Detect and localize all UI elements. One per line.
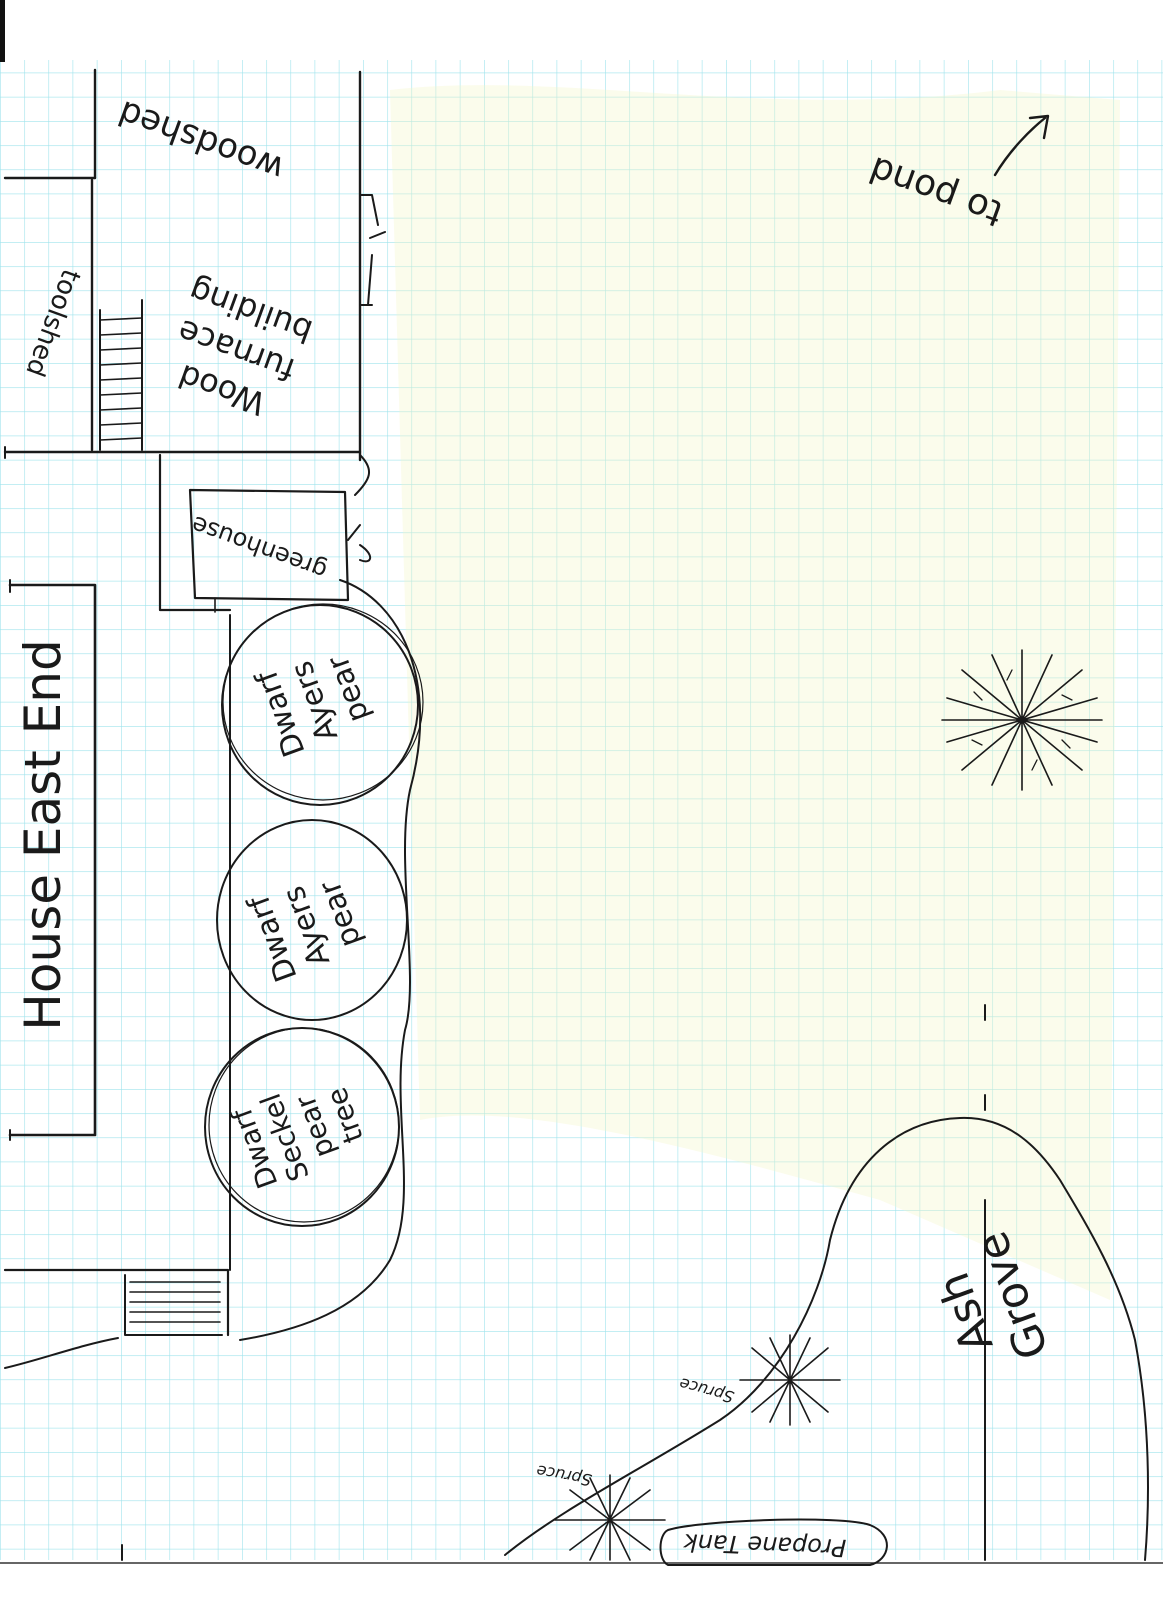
spruce-tree-2-icon [554, 1474, 666, 1561]
furnace-building-label: Wood furnace building [173, 271, 318, 423]
pear-tree-3-circle [204, 1027, 400, 1227]
garden-bed-outline [239, 579, 422, 1341]
pear-tree-1-circle [221, 603, 424, 806]
shrub-icon [941, 649, 1103, 791]
pear-tree-2-label: Dwarf Ayers pear [241, 875, 369, 986]
spruce-tree-1-icon [739, 1334, 841, 1426]
lawn-tint [390, 85, 1120, 1300]
greenhouse-building [158, 453, 372, 613]
pear-tree-2-circle [216, 819, 408, 1021]
ash-grove-outline [504, 1116, 1149, 1561]
propane-tank-label: Propane Tank [682, 1528, 847, 1562]
scan-edge-mark [0, 0, 5, 62]
svg-text:House East End: House East End [14, 639, 72, 1030]
furnace-building [3, 178, 386, 454]
svg-text:Propane Tank: Propane Tank [682, 1528, 847, 1562]
woodshed-building [3, 68, 362, 462]
pond-arrow-icon [993, 114, 1050, 177]
house-label: House East End [14, 639, 72, 1030]
house-building [3, 583, 231, 1369]
grid-lines [0, 60, 1163, 1560]
propane-tank-outline [659, 1518, 888, 1566]
tick-marks [4, 446, 123, 1561]
